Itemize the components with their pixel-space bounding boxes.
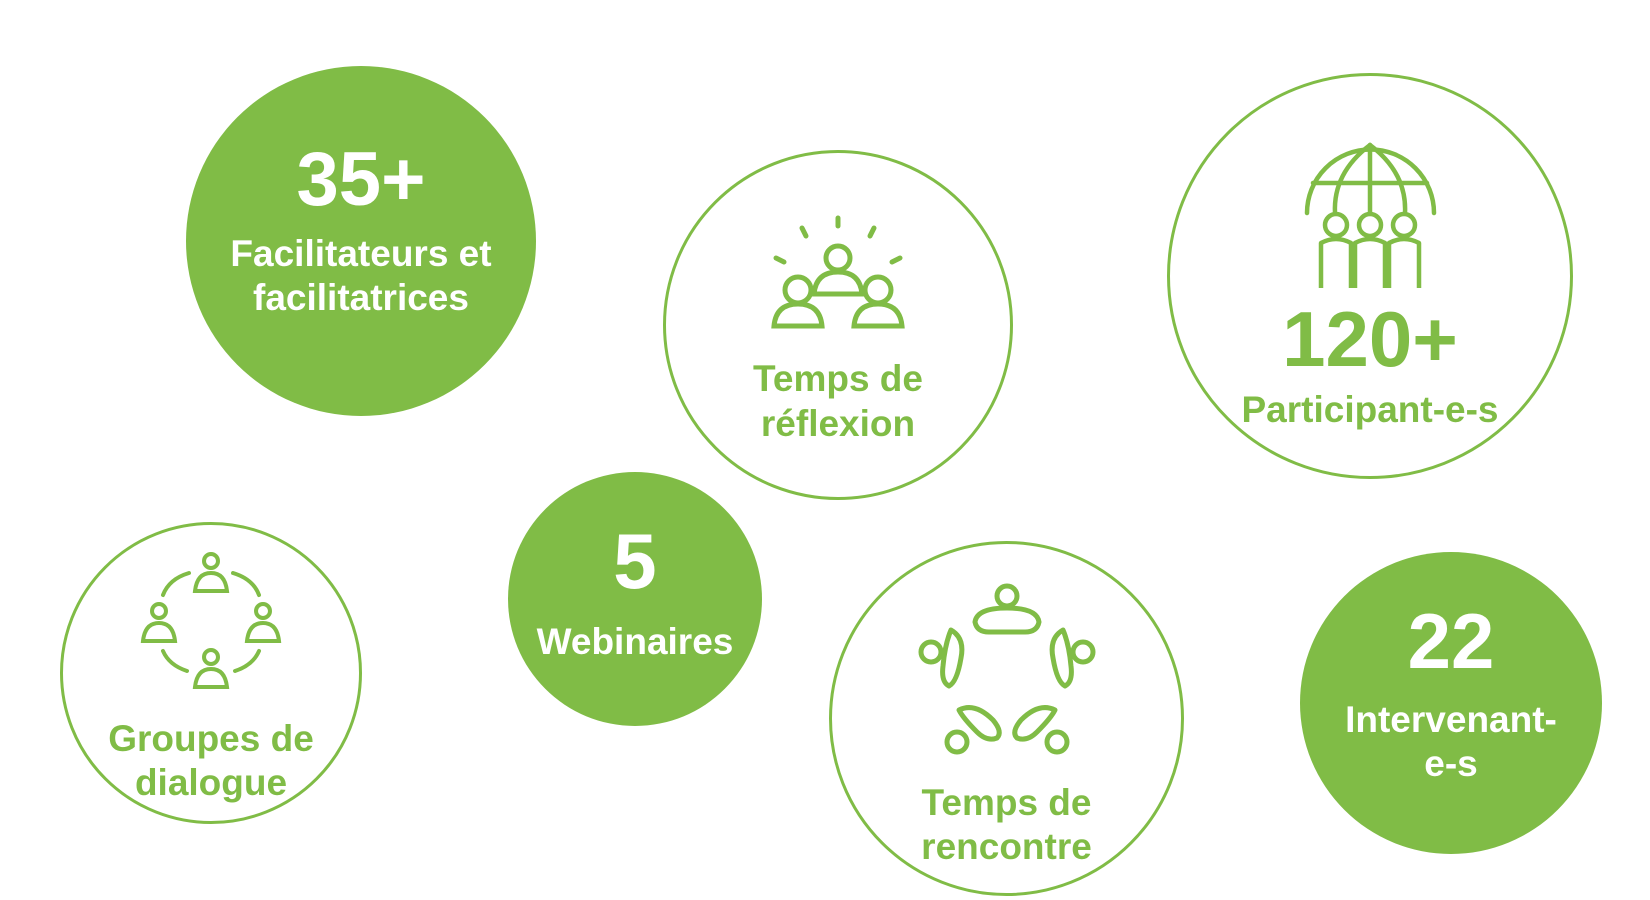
- participants-label: Participant-e-s: [1241, 389, 1499, 431]
- globe-people-icon: [1303, 133, 1438, 289]
- dialogue-circle-icon: [139, 551, 284, 691]
- webinars-number: 5: [613, 516, 657, 605]
- participants-number: 120+: [1282, 295, 1458, 384]
- speakers-label-line1: Intervenant-: [1345, 698, 1557, 740]
- stat-speakers: 22 Intervenant- e-s: [1300, 552, 1602, 854]
- facilitators-label-line2: facilitatrices: [253, 277, 469, 318]
- stat-participants: 120+ Participant-e-s: [1167, 73, 1573, 479]
- meeting-circle-icon: [917, 582, 1097, 757]
- dialogue-label-line2: dialogue: [134, 762, 288, 803]
- webinars-label: Webinaires: [536, 620, 734, 662]
- meeting-label-line2: rencontre: [921, 826, 1092, 867]
- facilitators-number: 35+: [296, 136, 426, 222]
- speakers-label-line2: e-s: [1424, 743, 1478, 784]
- stat-facilitators: 35+ Facilitateurs et facilitatrices: [186, 66, 536, 416]
- people-ideas-icon: [768, 214, 908, 329]
- stat-webinars: 5 Webinaires: [508, 472, 762, 726]
- facilitators-label-line1: Facilitateurs et: [230, 232, 492, 274]
- stat-meeting: Temps de rencontre: [829, 541, 1184, 896]
- stat-reflection: Temps de réflexion: [663, 150, 1013, 500]
- speakers-number: 22: [1407, 596, 1495, 685]
- reflection-label-line1: Temps de: [753, 358, 923, 400]
- stat-dialogue: Groupes de dialogue: [60, 522, 362, 824]
- dialogue-label-line1: Groupes de: [108, 717, 314, 759]
- meeting-label-line1: Temps de: [921, 781, 1092, 823]
- reflection-label-line2: réflexion: [760, 402, 916, 444]
